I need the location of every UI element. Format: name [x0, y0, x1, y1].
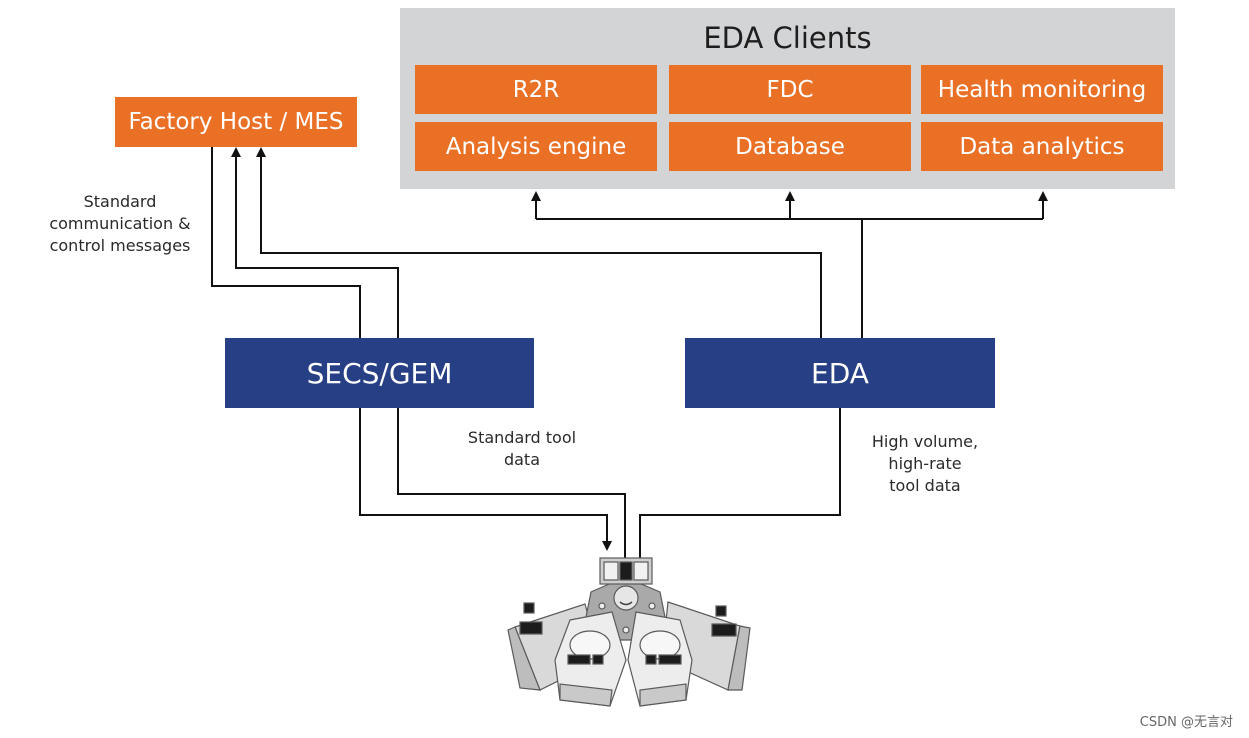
- secs-tool-data-line: [397, 408, 626, 561]
- high-volume-note-line-1: High volume,: [871, 432, 979, 451]
- client-r2r: R2R: [415, 65, 657, 114]
- cluster-tool-icon: [507, 557, 751, 707]
- eda-box: EDA: [685, 338, 995, 408]
- eda-tool-data-line: [639, 408, 841, 561]
- control-note-line-2: communication &: [49, 214, 191, 233]
- client-fdc: FDC: [669, 65, 911, 114]
- control-note-line-3: control messages: [49, 236, 191, 255]
- tool-data-note-line-2: data: [503, 450, 541, 469]
- client-database: Database: [669, 122, 911, 171]
- watermark: CSDN @无言对: [1139, 715, 1233, 730]
- eda-clients-title: EDA Clients: [703, 21, 872, 55]
- client-data-analytics: Data analytics: [921, 122, 1163, 171]
- high-volume-note: High volume, high-rate tool data: [850, 431, 1000, 497]
- tool-data-note-line-1: Standard tool: [467, 428, 577, 447]
- secs-to-mes-arrow: [231, 147, 399, 338]
- client-analysis-engine: Analysis engine: [415, 122, 657, 171]
- high-volume-note-line-3: tool data: [889, 476, 961, 495]
- factory-host-box: Factory Host / MES: [115, 97, 357, 147]
- control-messages-note: Standard communication & control message…: [30, 191, 210, 257]
- secs-gem-box: SECS/GEM: [225, 338, 534, 408]
- control-note-line-1: Standard: [83, 192, 157, 211]
- eda-to-mes-arrow: [256, 147, 822, 338]
- high-volume-note-line-2: high-rate: [888, 454, 962, 473]
- secs-to-tool-arrow: [359, 408, 612, 551]
- mes-to-secs-line: [211, 147, 361, 338]
- client-health-monitoring: Health monitoring: [921, 65, 1163, 114]
- standard-tool-data-note: Standard tool data: [447, 427, 597, 471]
